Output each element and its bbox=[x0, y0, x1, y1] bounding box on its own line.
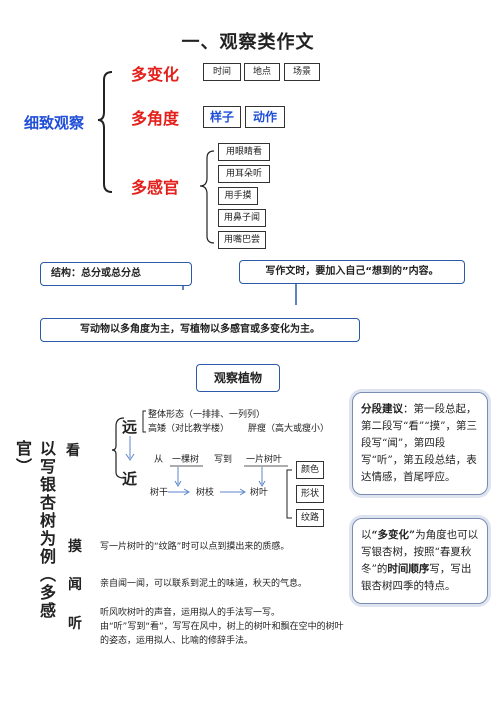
seq-branch: 树枝 bbox=[196, 488, 215, 498]
angle-item-look: 样子 bbox=[203, 106, 241, 128]
angle-item-action: 动作 bbox=[245, 106, 285, 128]
animals-plants-note: 写动物以多角度为主，写植物以多感官或多变化为主。 bbox=[40, 318, 360, 342]
side-note2-mid: 为角度也可以写银杏树，按照“春夏秋冬”的 bbox=[361, 529, 479, 575]
seq-one-leaf: 一片树叶 bbox=[246, 455, 283, 465]
page-title: 一、观察类作文 bbox=[181, 32, 315, 53]
seq-from: 从 bbox=[154, 455, 164, 465]
section2-title: 观察植物 bbox=[196, 364, 280, 392]
far-line2-b: 胖瘦（高大或瘦小） bbox=[248, 424, 330, 434]
sense-listen-label: 听 bbox=[68, 616, 82, 632]
side-note-paragraph-suggestion: 分段建议：第一段总起，第二段写“看”“摸”，第三段写“闻”，第四段写“听”，第五… bbox=[352, 392, 488, 495]
sense-smell-label: 闻 bbox=[68, 577, 82, 593]
sense-item-hands: 用手摸 bbox=[218, 187, 258, 205]
far-line2-a: 高矮（对比教学楼） bbox=[148, 424, 230, 434]
category-angle: 多角度 bbox=[131, 109, 180, 128]
leaf-item-texture: 纹路 bbox=[296, 509, 324, 527]
side-note1-text: ：第一段总起，第二段写“看”“摸”，第三段写“闻”，第四段写“听”，第五段总结，… bbox=[361, 403, 477, 483]
smell-text: 亲自闻一闻，可以联系到泥土的味道，秋天的气息。 bbox=[100, 579, 308, 589]
side-note2-emph: “多变化” bbox=[371, 529, 416, 541]
side-note2-emph2: 时间顺序 bbox=[387, 563, 430, 575]
side-note-change-angle: 以“多变化”为角度也可以写银杏树，按照“春夏秋冬”的时间顺序写，写出银杏树四季的… bbox=[352, 518, 488, 604]
side-note1-lead: 分段建议 bbox=[361, 403, 403, 415]
listen-line2: 由“听”写到“看”，写写在风中，树上的树叶和飘在空中的树叶 bbox=[100, 622, 344, 632]
left-label-observe: 细致观察 bbox=[24, 114, 85, 132]
near-label: 近 bbox=[122, 470, 138, 488]
listen-line1: 听风吹树叶的声音，运用拟人的手法写一写。 bbox=[100, 608, 281, 618]
category-change: 多变化 bbox=[131, 65, 180, 84]
listen-line3: 的姿态，运用拟人、比喻的修辞手法。 bbox=[100, 636, 254, 646]
sense-item-mouth: 用嘴巴尝 bbox=[218, 231, 266, 249]
sense-item-nose: 用鼻子闻 bbox=[218, 209, 266, 227]
sense-see-label: 看 bbox=[66, 443, 80, 459]
change-item-scene: 场景 bbox=[284, 63, 320, 81]
leaf-item-shape: 形状 bbox=[296, 485, 324, 503]
seq-leaf: 树叶 bbox=[250, 488, 269, 498]
seq-write-to: 写到 bbox=[214, 455, 233, 465]
touch-text: 写一片树叶的“纹路”时可以点到摸出来的质感。 bbox=[100, 542, 290, 552]
structure-note: 结构：总分或总分总 bbox=[40, 262, 192, 286]
seq-trunk: 树干 bbox=[150, 488, 169, 498]
side-note2-pre: 以 bbox=[361, 529, 372, 541]
leaf-item-color: 颜色 bbox=[296, 461, 324, 479]
category-senses: 多感官 bbox=[131, 178, 180, 197]
vertical-example-label: 以写银杏树为例（多感官） bbox=[13, 440, 56, 620]
far-label: 远 bbox=[122, 418, 138, 436]
far-line1: 整体形态（一排排、一列列） bbox=[148, 410, 266, 420]
sense-item-eyes: 用眼睛看 bbox=[218, 143, 270, 161]
change-item-place: 地点 bbox=[244, 63, 280, 81]
side-note2-post: 写，写出银杏树四季的特点。 bbox=[361, 563, 472, 592]
add-feeling-note: 写作文时，要加入自己“想到的”内容。 bbox=[239, 260, 465, 284]
sense-touch-label: 摸 bbox=[68, 539, 82, 555]
seq-one-tree: 一棵树 bbox=[172, 455, 200, 465]
change-item-time: 时间 bbox=[203, 63, 241, 81]
sense-item-ears: 用耳朵听 bbox=[218, 165, 270, 183]
